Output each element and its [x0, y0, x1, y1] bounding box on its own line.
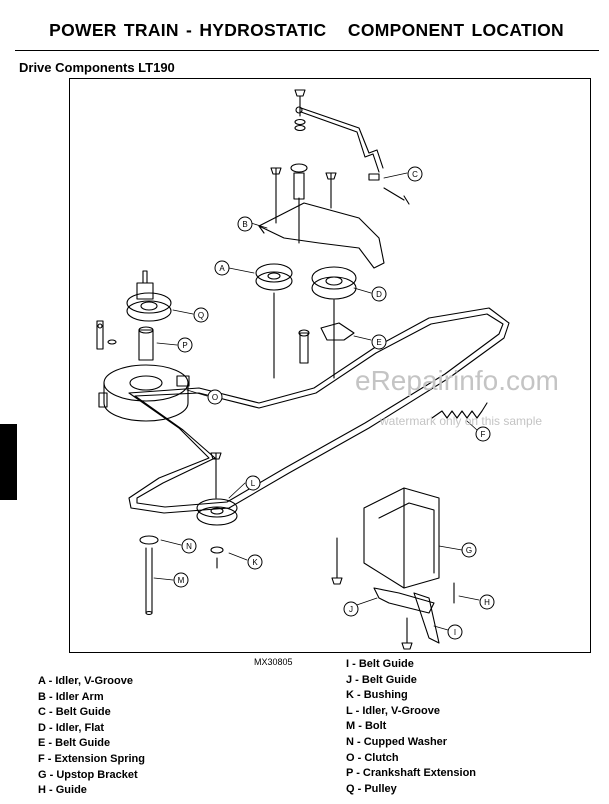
svg-text:H: H	[484, 598, 490, 607]
legend-item: I - Belt Guide	[346, 658, 414, 670]
legend-item: D - Idler, Flat	[38, 721, 105, 734]
legend-item: O - Clutch	[346, 751, 399, 764]
svg-text:K: K	[252, 558, 258, 567]
svg-text:G: G	[466, 546, 472, 555]
extension-spring-f	[431, 402, 488, 419]
svg-text:O: O	[212, 393, 218, 402]
svg-text:E: E	[376, 338, 381, 347]
callout-q: Q	[193, 307, 209, 323]
svg-text:C: C	[412, 170, 418, 179]
callout-h: H	[479, 594, 495, 610]
svg-text:I: I	[454, 628, 456, 637]
idler-arm-plate	[258, 163, 385, 269]
callout-l: L	[245, 475, 261, 491]
drive-belt	[128, 307, 510, 514]
legend-item: K - Bushing	[346, 689, 408, 702]
title-rule	[15, 50, 599, 51]
svg-text:B: B	[242, 220, 247, 229]
callout-c: C	[407, 166, 423, 182]
legend-item: E - Belt Guide	[38, 737, 111, 750]
callout-e: E	[371, 334, 387, 350]
legend-item: A - Idler, V-Groove	[38, 675, 133, 687]
svg-text:A: A	[219, 264, 225, 273]
svg-text:M: M	[178, 576, 185, 585]
clutch-o	[98, 364, 190, 422]
callout-m: M	[173, 572, 189, 588]
legend-item: G - Upstop Bracket	[38, 768, 138, 781]
drive-components-diagram: A B C D E F G H I J K L M N O P Q	[96, 89, 510, 650]
svg-text:F: F	[481, 430, 486, 439]
callout-n: N	[181, 538, 197, 554]
idler-v-groove-a	[255, 263, 293, 379]
bolt-m	[139, 535, 159, 616]
control-rod	[294, 89, 410, 205]
idler-flat-d	[311, 266, 357, 379]
legend-left-column: A - Idler, V-Groove B - Idler Arm C - Be…	[38, 674, 145, 799]
legend-item: F - Extension Spring	[38, 752, 145, 765]
callout-a: A	[214, 260, 230, 276]
idler-v-groove-l	[196, 452, 238, 569]
callout-i: I	[447, 624, 463, 640]
diagram-frame	[69, 78, 591, 653]
watermark-note: watermark only on this sample	[380, 414, 543, 428]
page-title: POWER TRAIN - HYDROSTATIC COMPONENT LOCA…	[49, 20, 564, 40]
callout-b: B	[237, 216, 253, 232]
callout-g: G	[461, 542, 477, 558]
callout-p: P	[177, 337, 193, 353]
crankshaft-extension-p	[96, 320, 154, 361]
side-tab-marker	[0, 424, 17, 500]
legend-item: L - Idler, V-Groove	[346, 704, 440, 717]
callout-k: K	[247, 554, 263, 570]
legend-item: N - Cupped Washer	[346, 735, 448, 748]
legend-item: B - Idler Arm	[38, 690, 104, 703]
svg-text:J: J	[349, 605, 353, 614]
callout-j: J	[343, 601, 359, 617]
svg-text:P: P	[182, 341, 187, 350]
legend-item: J - Belt Guide	[346, 673, 417, 686]
legend-item: P - Crankshaft Extension	[346, 767, 477, 780]
callout-f: F	[475, 426, 491, 442]
svg-text:Q: Q	[198, 311, 204, 320]
figure-id: MX30805	[254, 657, 293, 667]
legend-item: C - Belt Guide	[38, 706, 111, 719]
callout-o: O	[207, 389, 223, 405]
belt-guides-hij	[373, 582, 455, 650]
callout-leaders	[153, 172, 480, 631]
legend-item: H - Guide	[38, 784, 87, 797]
legend-item: Q - Pulley	[346, 782, 397, 795]
upstop-bracket-g	[331, 487, 440, 589]
svg-text:D: D	[376, 290, 382, 299]
watermark: eRepairinfo.com	[355, 365, 559, 396]
pulley-q	[126, 270, 172, 322]
callout-d: D	[371, 286, 387, 302]
belt-guide-e	[298, 322, 355, 364]
legend-item: M - Bolt	[346, 720, 387, 733]
section-title: Drive Components LT190	[19, 60, 175, 75]
svg-text:N: N	[186, 542, 192, 551]
legend-right-column: I - Belt Guide J - Belt Guide K - Bushin…	[346, 657, 476, 797]
svg-text:L: L	[251, 479, 256, 488]
